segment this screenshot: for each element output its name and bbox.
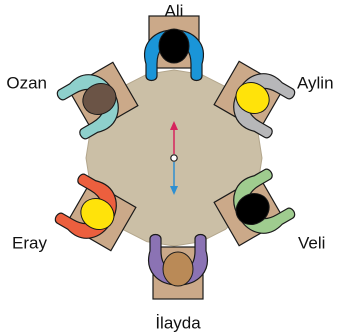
name-label-ozan: Ozan (6, 73, 47, 92)
center-point (171, 155, 177, 161)
name-label-ali: Ali (165, 1, 184, 20)
name-label-aylin: Aylin (297, 73, 334, 92)
hair-i-layda (163, 252, 193, 286)
hair-ali (159, 29, 189, 63)
name-label-i-layda: İlayda (155, 313, 201, 332)
name-label-veli: Veli (298, 233, 325, 252)
name-label-eray: Eray (12, 233, 47, 252)
